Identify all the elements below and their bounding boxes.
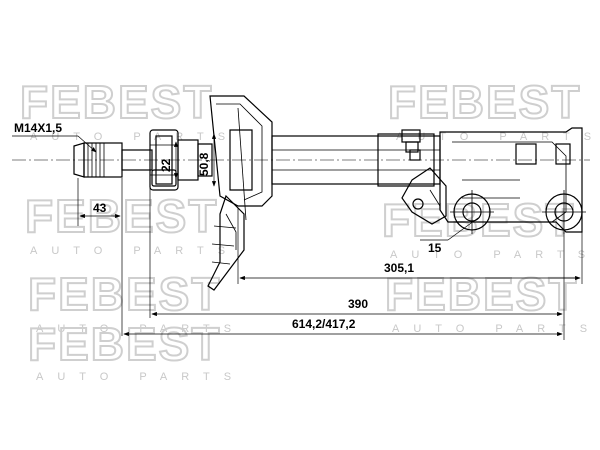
extended-compressed-label: 614,2/417,2 (292, 317, 356, 331)
body-length-label: 305,1 (384, 261, 414, 275)
bracket-hole-lower (542, 190, 586, 234)
upper-spring-seat (209, 95, 273, 221)
watermark-logo: FEBEST (382, 194, 575, 246)
watermark-bottom-left: FEBEST AUTO PARTS (27, 267, 231, 335)
sway-bar-link-tab (401, 167, 447, 225)
dimension-mount-width: 50,8 (197, 133, 217, 187)
watermark-logo: FEBEST (385, 268, 578, 320)
dimension-rod-offset: 43 (77, 178, 123, 336)
mount-to-bracket-label: 390 (348, 297, 368, 311)
watermark-mid-right: FEBEST AUTO PARTS (381, 193, 599, 261)
watermark-logo: FEBEST (388, 76, 581, 128)
watermark-tagline: AUTO PARTS (36, 371, 245, 383)
dust-boot (207, 194, 245, 291)
bracket-hole-label: 15 (428, 241, 442, 255)
watermark-bottom-center: FEBEST AUTO PARTS (27, 317, 245, 383)
dimension-extended-compressed: 614,2/417,2 (123, 317, 565, 340)
dimension-top-diameter: 22 (159, 141, 179, 179)
watermark-top-right: FEBEST AUTO PARTS (387, 75, 600, 143)
dimension-thread: M14X1,5 (12, 121, 97, 153)
top-mount (149, 129, 213, 191)
watermark-logo: FEBEST (25, 190, 218, 242)
watermark-tagline: AUTO PARTS (30, 131, 239, 143)
watermark-tagline: AUTO PARTS (30, 245, 239, 257)
knuckle-bracket (439, 127, 583, 233)
top-diameter-label: 22 (159, 158, 173, 172)
rod-offset-label: 43 (93, 201, 107, 215)
dimension-mount-to-bracket: 390 (149, 188, 565, 318)
watermark-logo: FEBEST (20, 76, 213, 128)
watermark-tagline: AUTO PARTS (396, 131, 600, 143)
piston-rod-thread (73, 142, 153, 178)
watermark-logo: FEBEST (28, 318, 221, 370)
mount-width-label: 50,8 (197, 152, 211, 176)
watermark-tagline: AUTO PARTS (390, 249, 599, 261)
watermark-mid-left: FEBEST AUTO PARTS (24, 189, 239, 257)
dimension-bracket-hole: 15 (420, 217, 479, 255)
watermark-top-left: FEBEST AUTO PARTS (19, 75, 239, 143)
watermark-tagline: AUTO PARTS (392, 323, 600, 335)
dimension-body-length: 305,1 (237, 208, 583, 284)
bracket-hole-upper (450, 190, 494, 234)
watermark-logo: FEBEST (28, 268, 221, 320)
thread-label: M14X1,5 (14, 121, 62, 135)
